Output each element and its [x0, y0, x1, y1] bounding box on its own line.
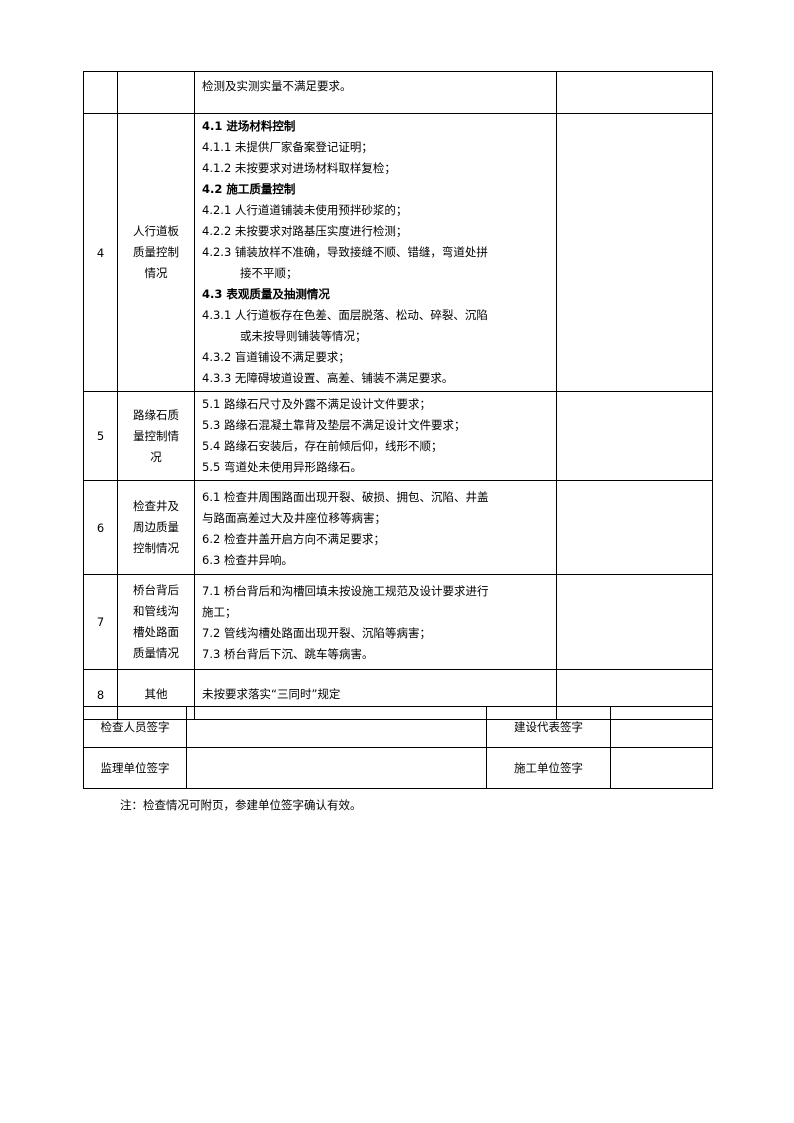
detail-line: 5.4 路缘石安装后，存在前倾后仰，线形不顺；: [202, 439, 443, 453]
detail-line: 5.3 路缘石混凝土靠背及垫层不满足设计文件要求；: [202, 418, 466, 432]
row-category: [117, 71, 195, 114]
detail-heading: 4.1 进场材料控制: [202, 119, 296, 133]
detail-line: 4.3.3 无障碍坡道设置、高差、铺装不满足要求。: [202, 371, 454, 385]
table-row: 4 人行道板质量控制情况 4.1 进场材料控制 4.1.1 未提供厂家备案登记证…: [83, 113, 713, 392]
table-row: 检测及实测实量不满足要求。: [83, 71, 713, 114]
detail-line: 与路面高差过大及井座位移等病害；: [202, 511, 386, 525]
detail-line: 4.2.2 未按要求对路基压实度进行检测；: [202, 224, 408, 238]
row-category: 检查井及周边质量控制情况: [117, 480, 195, 575]
row-details: 4.1 进场材料控制 4.1.1 未提供厂家备案登记证明； 4.1.2 未按要求…: [194, 113, 557, 392]
detail-line: 7.1 桥台背后和沟槽回填未按设施工规范及设计要求进行: [202, 584, 489, 598]
signature-row: 检查人员签字 建设代表签字: [83, 706, 713, 748]
row-details: 6.1 检查井周围路面出现开裂、破损、拥包、沉陷、井盖 与路面高差过大及井座位移…: [194, 480, 557, 575]
inspection-result-cell[interactable]: [556, 391, 713, 481]
row-details: 7.1 桥台背后和沟槽回填未按设施工规范及设计要求进行 施工； 7.2 管线沟槽…: [194, 574, 557, 670]
detail-heading: 4.2 施工质量控制: [202, 182, 296, 196]
contractor-signature-field[interactable]: [610, 747, 713, 789]
detail-line: 6.3 检查井异响。: [202, 553, 293, 567]
inspection-table: 检测及实测实量不满足要求。 4 人行道板质量控制情况 4.1 进场材料控制 4.…: [83, 71, 713, 720]
row-number: 5: [83, 391, 118, 481]
detail-line: 4.1.2 未按要求对进场材料取样复检；: [202, 161, 396, 175]
detail-line: 4.3.2 盲道铺设不满足要求；: [202, 350, 350, 364]
detail-line: 或未按导则铺装等情况；: [240, 329, 367, 343]
row-category: 人行道板质量控制情况: [117, 113, 195, 392]
row-category: 桥台背后和管线沟槽处路面质量情况: [117, 574, 195, 670]
signature-table: 检查人员签字 建设代表签字 监理单位签字 施工单位签字: [83, 706, 713, 789]
owner-rep-signature-label: 建设代表签字: [486, 706, 611, 748]
inspector-signature-field[interactable]: [186, 706, 487, 748]
inspection-result-cell[interactable]: [556, 113, 713, 392]
detail-line: 4.3.1 人行道板存在色差、面层脱落、松动、碎裂、沉陷: [202, 308, 488, 322]
detail-line: 4.1.1 未提供厂家备案登记证明；: [202, 140, 373, 154]
detail-line: 5.5 弯道处未使用异形路缘石。: [202, 460, 362, 474]
row-number: 7: [83, 574, 118, 670]
row-number: 4: [83, 113, 118, 392]
inspection-result-cell[interactable]: [556, 574, 713, 670]
row-category: 路缘石质量控制情况: [117, 391, 195, 481]
owner-rep-signature-field[interactable]: [610, 706, 713, 748]
detail-line: 6.1 检查井周围路面出现开裂、破损、拥包、沉陷、井盖: [202, 490, 489, 504]
table-row: 6 检查井及周边质量控制情况 6.1 检查井周围路面出现开裂、破损、拥包、沉陷、…: [83, 480, 713, 575]
detail-line: 接不平顺；: [240, 266, 298, 280]
detail-line: 7.2 管线沟槽处路面出现开裂、沉陷等病害；: [202, 626, 431, 640]
detail-line: 4.2.3 铺装放样不准确，导致接缝不顺、错缝，弯道处拼: [202, 245, 488, 259]
detail-line: 7.3 桥台背后下沉、跳车等病害。: [202, 647, 374, 661]
detail-line: 施工；: [202, 605, 237, 619]
detail-line: 4.2.1 人行道道铺装未使用预拌砂浆的；: [202, 203, 408, 217]
footnote: 注：检查情况可附页，参建单位签字确认有效。: [120, 798, 362, 812]
inspection-result-cell[interactable]: [556, 480, 713, 575]
inspection-result-cell[interactable]: [556, 71, 713, 114]
contractor-signature-label: 施工单位签字: [486, 747, 611, 789]
supervisor-signature-label: 监理单位签字: [83, 747, 187, 789]
table-row: 5 路缘石质量控制情况 5.1 路缘石尺寸及外露不满足设计文件要求； 5.3 路…: [83, 391, 713, 481]
detail-heading: 4.3 表观质量及抽测情况: [202, 287, 330, 301]
detail-line: 检测及实测实量不满足要求。: [202, 79, 352, 93]
table-row: 7 桥台背后和管线沟槽处路面质量情况 7.1 桥台背后和沟槽回填未按设施工规范及…: [83, 574, 713, 670]
supervisor-signature-field[interactable]: [186, 747, 487, 789]
detail-line: 6.2 检查井盖开启方向不满足要求；: [202, 532, 385, 546]
row-number: 6: [83, 480, 118, 575]
signature-row: 监理单位签字 施工单位签字: [83, 747, 713, 789]
inspector-signature-label: 检查人员签字: [83, 706, 187, 748]
row-details: 检测及实测实量不满足要求。: [194, 71, 557, 114]
row-details: 5.1 路缘石尺寸及外露不满足设计文件要求； 5.3 路缘石混凝土靠背及垫层不满…: [194, 391, 557, 481]
detail-line: 未按要求落实“三同时”规定: [202, 687, 341, 701]
row-number: [83, 71, 118, 114]
detail-line: 5.1 路缘石尺寸及外露不满足设计文件要求；: [202, 397, 431, 411]
